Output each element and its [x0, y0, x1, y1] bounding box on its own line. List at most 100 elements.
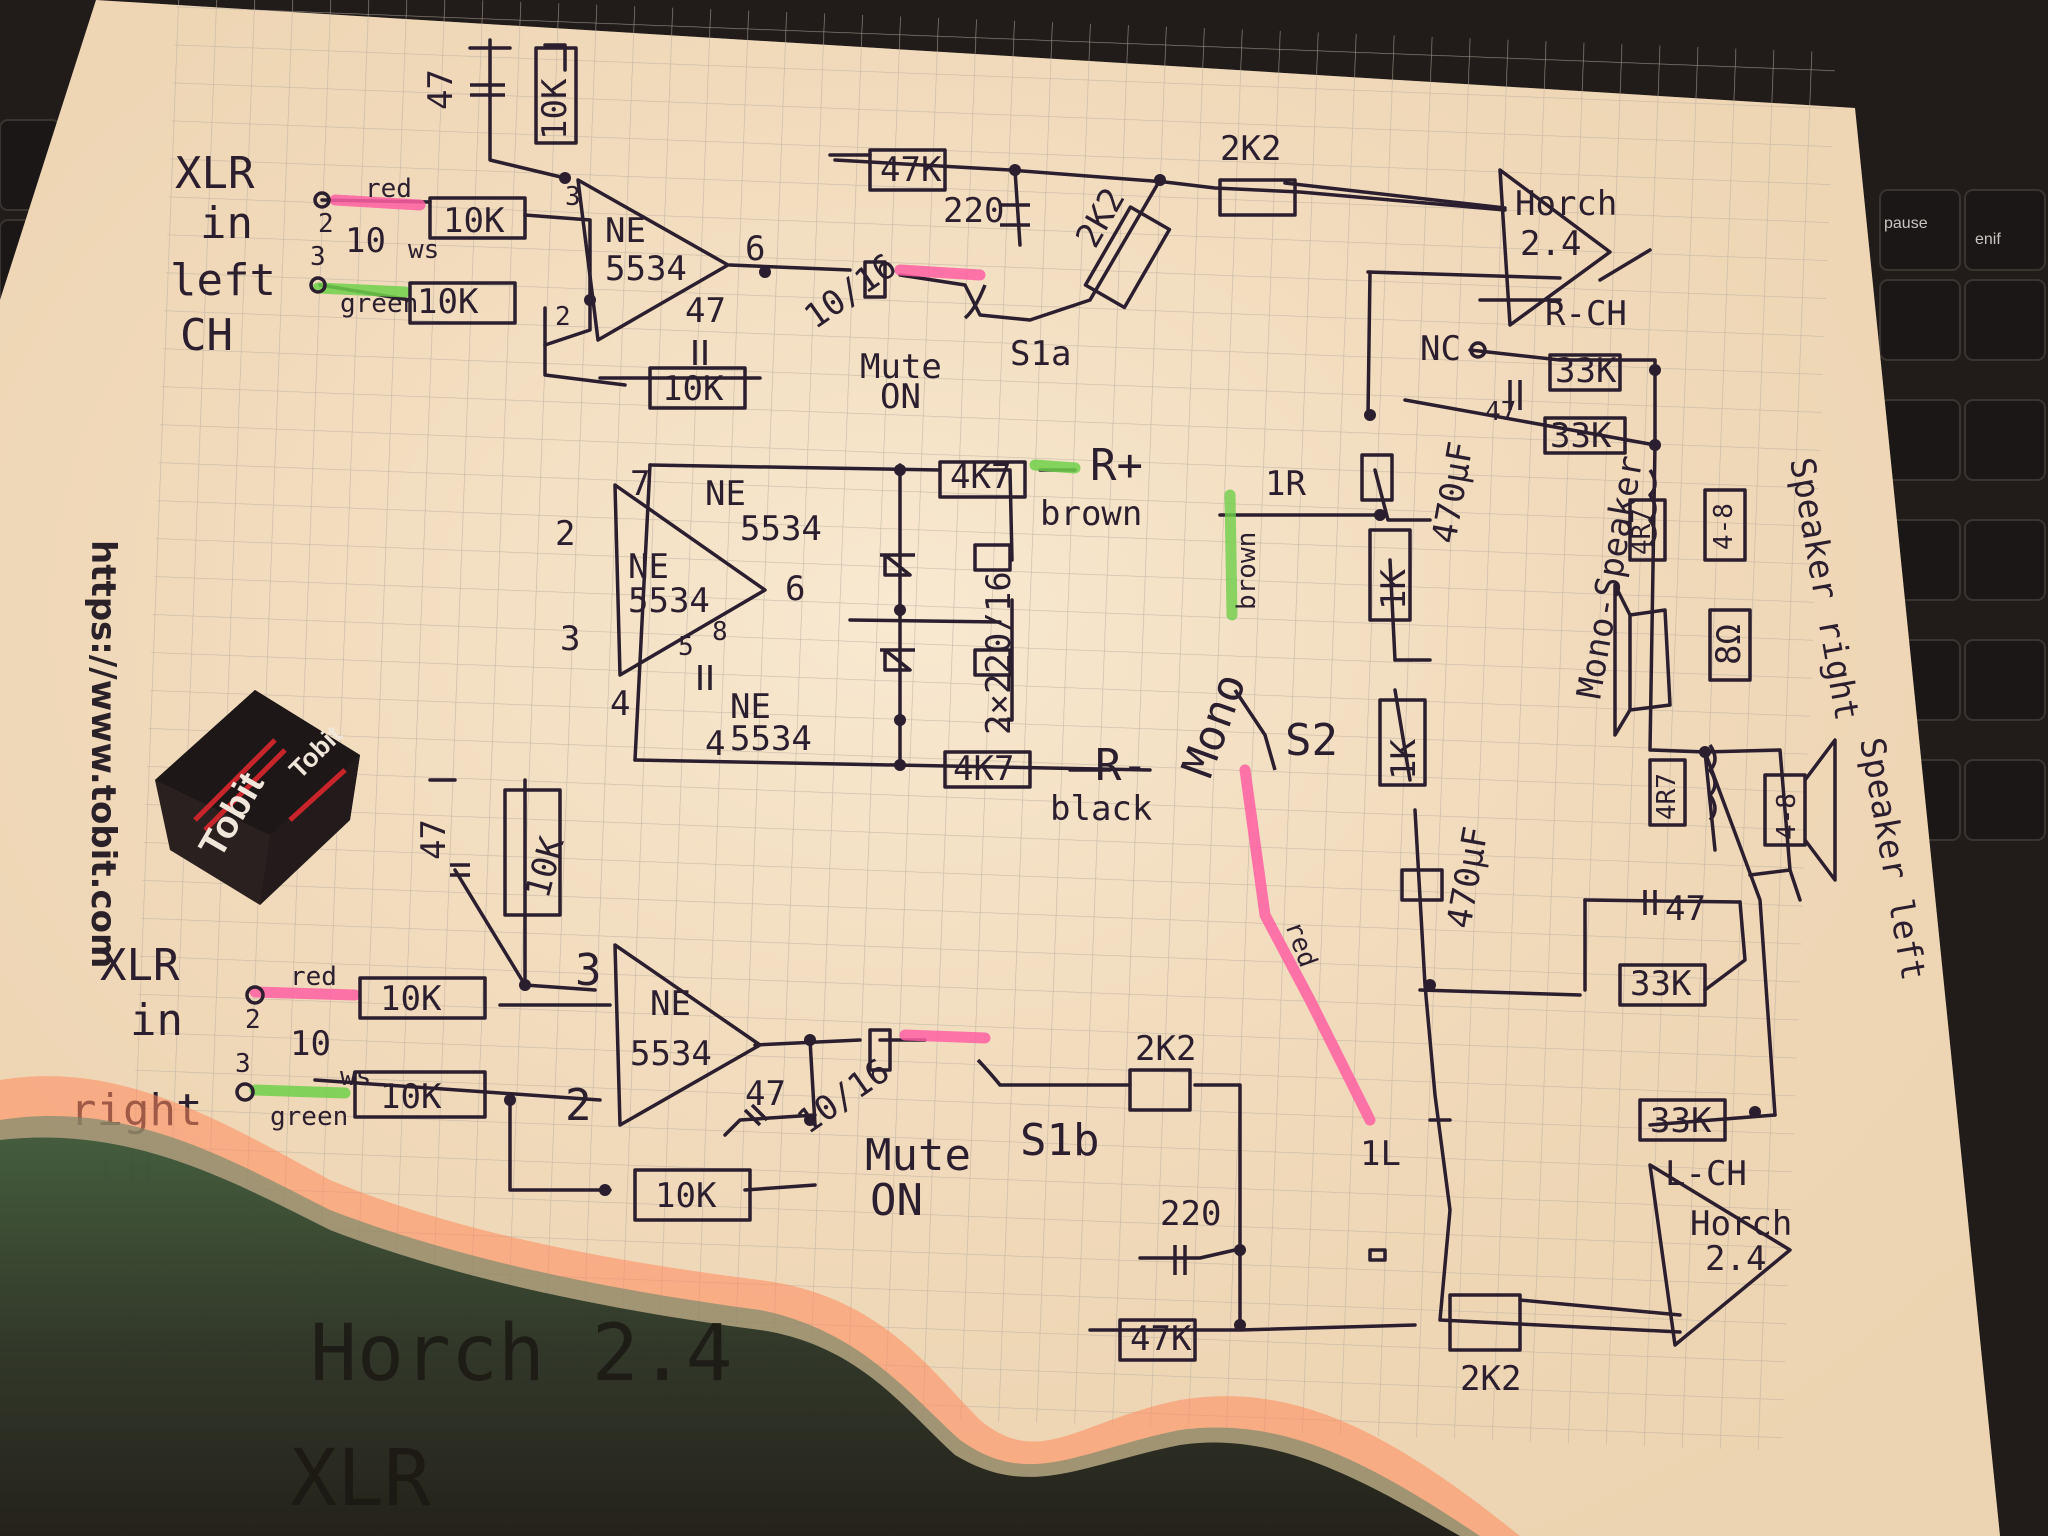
cap-220-upper — [973, 543, 1012, 572]
svg-text:10K: 10K — [417, 282, 479, 322]
tobit-logo: Tobit Tobit — [155, 690, 360, 905]
resistor-4k7-bot — [943, 750, 1032, 789]
cap-10-16-right — [868, 1028, 892, 1072]
resistor-10k-bias-right — [503, 788, 562, 917]
lch-label: L-CH — [1665, 1154, 1747, 1194]
svg-text:10K: 10K — [535, 78, 575, 140]
xlr-right-pin2-terminal — [245, 985, 265, 1005]
svg-text:2K2: 2K2 — [1135, 1029, 1196, 1069]
resistor-33k-l2 — [1638, 1098, 1727, 1142]
cap-47-lower — [1643, 890, 1657, 915]
svg-text:47: 47 — [1665, 889, 1706, 929]
cap-47-bot-left — [450, 863, 470, 877]
mute-label-bottom: Mute — [865, 1130, 971, 1181]
xlr-left-pin2-terminal — [313, 191, 331, 209]
resistor-33k-l1 — [1618, 963, 1707, 1007]
resistor-1k-top — [1368, 528, 1412, 622]
resistor-10k-bias-left — [534, 46, 578, 145]
svg-text:10K: 10K — [443, 201, 505, 241]
svg-text:NE: NE — [705, 474, 746, 514]
svg-text:2: 2 — [555, 302, 571, 332]
left-xlr-label: XLR — [175, 148, 255, 199]
svg-text:in: in — [200, 198, 253, 249]
marker-highlights — [249, 194, 1376, 1126]
grid-paper — [122, 0, 1836, 1452]
svg-text:Horch: Horch — [1515, 184, 1617, 224]
amp-horch-r — [1498, 168, 1612, 327]
cap-470-bot — [1400, 868, 1444, 902]
svg-text:brown: brown — [1232, 532, 1262, 610]
svg-text:47: 47 — [745, 1074, 786, 1114]
svg-text:6: 6 — [785, 569, 805, 609]
svg-text:4-8: 4-8 — [1772, 793, 1802, 840]
resistor-10k-in-left-2 — [408, 281, 517, 325]
resistor-1k-bot — [1378, 698, 1427, 787]
svg-text:47K: 47K — [880, 150, 942, 190]
svg-text:47: 47 — [1485, 397, 1516, 427]
resistor-33k-r1 — [1548, 353, 1622, 392]
switch-s1a — [963, 284, 987, 320]
svg-text:2: 2 — [565, 1080, 592, 1131]
resistor-2k2-diag — [1083, 205, 1172, 310]
svg-text:10K: 10K — [662, 369, 724, 409]
svg-text:NE: NE — [730, 687, 771, 727]
svg-text:10K: 10K — [380, 1077, 442, 1117]
switch-s1a-label: S1a — [1010, 334, 1071, 374]
opamp-ne5534-left — [576, 178, 730, 342]
nc-label: NC — [1420, 329, 1461, 369]
svg-text:5534: 5534 — [730, 719, 812, 759]
svg-text:3: 3 — [560, 619, 580, 659]
r-plus-label: R+ — [1090, 440, 1143, 491]
svg-text:10: 10 — [345, 221, 386, 261]
zener-upper — [880, 553, 915, 577]
svg-text:2: 2 — [245, 1005, 261, 1035]
svg-text:ON: ON — [880, 377, 921, 417]
svg-text:ws: ws — [408, 235, 439, 265]
switch-s2 — [1233, 689, 1277, 771]
resistor-33k-r2 — [1543, 416, 1627, 455]
label-1r: 1R — [1265, 464, 1306, 504]
label-green-left: green — [340, 289, 418, 319]
svg-text:3: 3 — [565, 182, 581, 212]
resistor-10k-in-right — [358, 976, 487, 1020]
speaker-left-body — [1763, 773, 1807, 847]
resistor-4r7-top — [1628, 498, 1667, 562]
mute-label-top: Mute — [860, 347, 942, 387]
svg-text:5534: 5534 — [630, 1034, 712, 1074]
amp-horch-l — [1648, 1163, 1792, 1347]
svg-text:2K2: 2K2 — [1220, 129, 1281, 169]
svg-text:4R7: 4R7 — [1652, 773, 1682, 820]
svg-text:left: left — [170, 255, 276, 306]
resistor-47k-bot — [1118, 1318, 1197, 1362]
svg-text:8: 8 — [712, 617, 728, 647]
label-1l: 1L — [1360, 1134, 1401, 1174]
resistor-10k-fb-left — [648, 366, 747, 410]
svg-text:33K: 33K — [1630, 964, 1692, 1004]
speaker-right-body — [1703, 488, 1747, 562]
resistor-47k-top — [868, 148, 947, 192]
svg-text:33K: 33K — [1650, 1101, 1712, 1141]
svg-text:33K: 33K — [1555, 351, 1617, 391]
svg-text:7: 7 — [630, 464, 650, 504]
svg-text:3: 3 — [575, 945, 602, 996]
resistor-4k7-top — [938, 460, 1027, 499]
cap-220-bot — [1173, 1245, 1187, 1275]
svg-text:2K2: 2K2 — [1460, 1359, 1521, 1399]
inductor-bot-icon — [1708, 744, 1717, 822]
junctions — [504, 164, 1761, 1331]
svg-text:4: 4 — [705, 724, 725, 764]
svg-text:in: in — [130, 995, 183, 1046]
rch-label: R-CH — [1545, 294, 1627, 334]
inductor-top-icon — [1648, 469, 1657, 547]
switch-s2-label: S2 — [1285, 715, 1338, 766]
svg-text:47: 47 — [414, 819, 454, 860]
svg-text:4K7: 4K7 — [953, 749, 1014, 789]
svg-text:8Ω: 8Ω — [1709, 624, 1749, 665]
label-red-left: red — [365, 174, 412, 204]
svg-text:1K: 1K — [1374, 569, 1414, 610]
svg-text:black: black — [1050, 789, 1152, 829]
cap-220-top — [1000, 203, 1030, 227]
speaker-left-icon — [1803, 738, 1837, 882]
svg-text:4-8: 4-8 — [1709, 503, 1739, 550]
